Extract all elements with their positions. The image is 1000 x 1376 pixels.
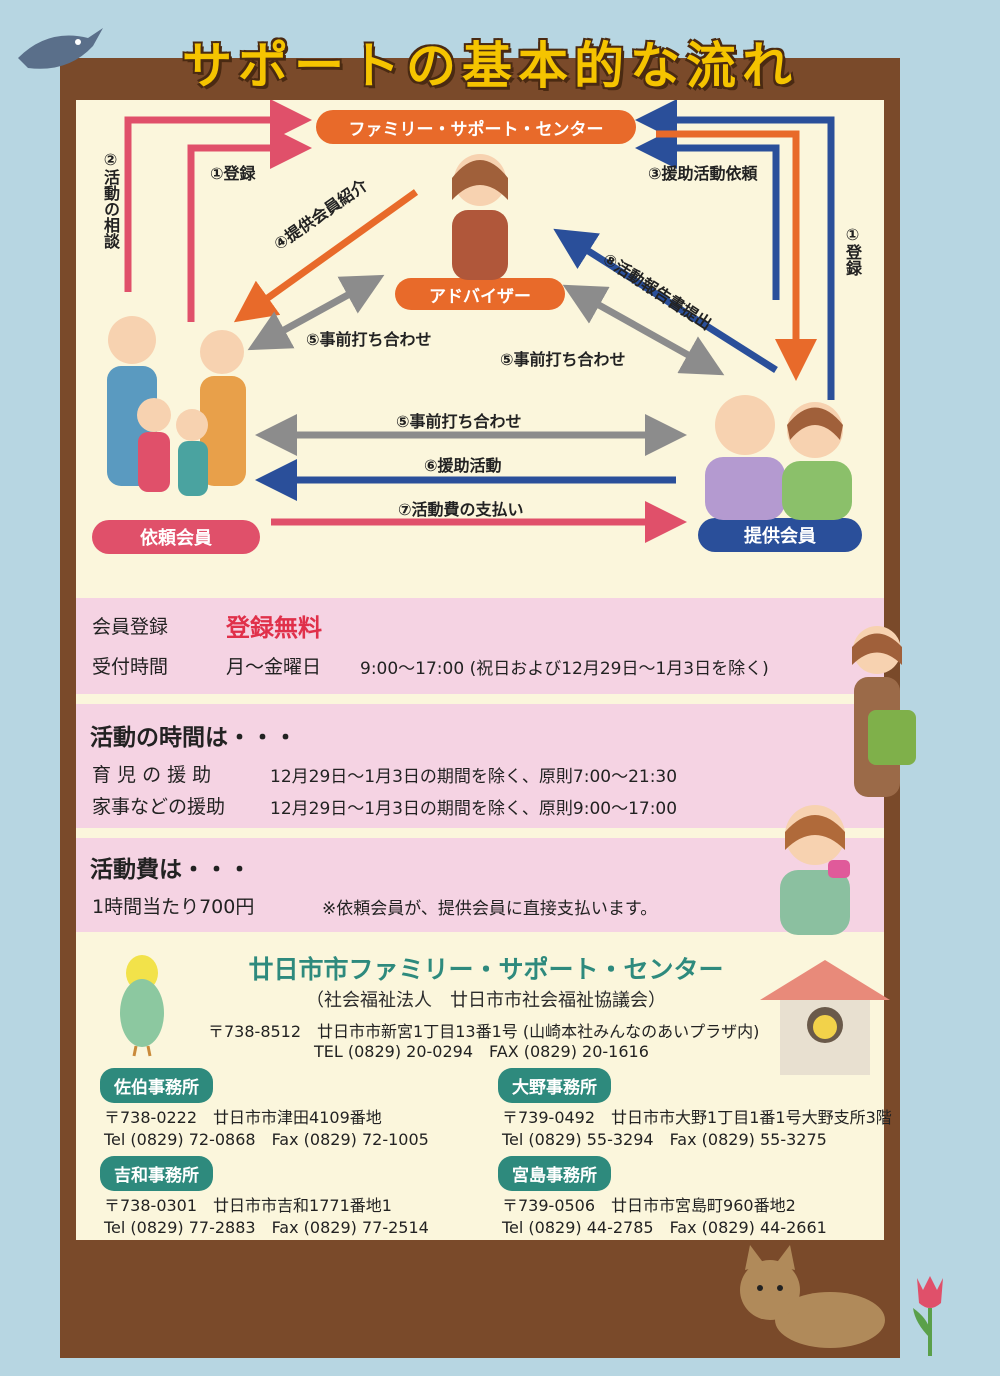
hours-value: 9:00～17:00 (祝日および12月29日～1月3日を除く) bbox=[360, 659, 769, 679]
office-yoshiwa-address: 〒738-0301 廿日市市吉和1771番地1 bbox=[104, 1196, 392, 1215]
fee-note: ※依頼会員が、提供会員に直接支払います。 bbox=[322, 899, 658, 919]
office-yoshiwa-name: 吉和事務所 bbox=[100, 1156, 213, 1191]
flow-diagram bbox=[124, 100, 835, 543]
provider-pill: 提供会員 bbox=[698, 518, 862, 552]
org-address: 〒738-8512 廿日市市新宮1丁目13番1号 (山崎本社みんなのあいプラザ内… bbox=[208, 1022, 760, 1041]
office-miyajima-address: 〒739-0506 廿日市市宮島町960番地2 bbox=[502, 1196, 796, 1215]
provider-couple-figure bbox=[705, 395, 852, 520]
activity-hours-heading: 活動の時間は・・・ bbox=[90, 725, 297, 751]
fee-value: 1時間当たり700円 bbox=[92, 896, 255, 918]
register-right-label: ①登録 bbox=[843, 225, 862, 276]
activity-label: ⑥援助活動 bbox=[424, 456, 502, 475]
childcare-label: 育 児 の 援 助 bbox=[92, 764, 212, 786]
birdhouse-icon bbox=[760, 960, 890, 1075]
adviser-figure bbox=[452, 154, 508, 280]
hours-label: 受付時間 bbox=[92, 656, 169, 678]
swallow-icon bbox=[18, 28, 103, 69]
office-miyajima-name: 宮島事務所 bbox=[498, 1156, 611, 1191]
meet-right-label: ⑤事前打ち合わせ bbox=[500, 350, 626, 369]
cat-icon bbox=[740, 1245, 885, 1348]
woman-shopping-figure bbox=[852, 626, 916, 797]
office-saiki-address: 〒738-0222 廿日市市津田4109番地 bbox=[104, 1108, 382, 1127]
org-name: 廿日市市ファミリー・サポート・センター bbox=[248, 955, 724, 984]
reg-label: 会員登録 bbox=[92, 616, 169, 638]
parakeet-icon bbox=[120, 955, 164, 1057]
activity-hours-band bbox=[76, 704, 884, 828]
housework-label: 家事などの援助 bbox=[92, 796, 226, 818]
childcare-value: 12月29日～1月3日の期間を除く、原則7:00～21:30 bbox=[270, 767, 678, 787]
meet-center-label: ⑤事前打ち合わせ bbox=[396, 412, 522, 431]
consult-label: ②活動の相談 bbox=[101, 150, 120, 249]
membership-band bbox=[76, 598, 884, 694]
office-ono-phone: Tel (0829) 55-3294 Fax (0829) 55-3275 bbox=[502, 1130, 827, 1149]
requester-family-figure bbox=[107, 316, 246, 496]
register-left-label: ①登録 bbox=[210, 164, 256, 183]
office-yoshiwa-phone: Tel (0829) 77-2883 Fax (0829) 77-2514 bbox=[104, 1218, 429, 1237]
office-saiki-name: 佐伯事務所 bbox=[100, 1068, 213, 1103]
requester-pill: 依頼会員 bbox=[92, 520, 260, 554]
tulip-icon bbox=[913, 1276, 943, 1356]
woman-wallet-figure bbox=[780, 805, 850, 935]
housework-value: 12月29日～1月3日の期間を除く、原則9:00～17:00 bbox=[270, 799, 678, 819]
org-sub: （社会福祉法人 廿日市市社会福祉協議会） bbox=[306, 990, 666, 1011]
fee-band bbox=[76, 838, 884, 932]
meet-left-label: ⑤事前打ち合わせ bbox=[306, 330, 432, 349]
reg-value: 登録無料 bbox=[226, 614, 322, 642]
page-title: サポートの基本的な流れ bbox=[182, 37, 798, 95]
org-phone: TEL (0829) 20-0294 FAX (0829) 20-1616 bbox=[314, 1042, 649, 1061]
office-ono-address: 〒739-0492 廿日市市大野1丁目1番1号大野支所3階 bbox=[502, 1108, 892, 1127]
office-saiki-phone: Tel (0829) 72-0868 Fax (0829) 72-1005 bbox=[104, 1130, 429, 1149]
fee-heading: 活動費は・・・ bbox=[90, 857, 251, 883]
request-help-label: ③援助活動依頼 bbox=[648, 164, 758, 183]
office-ono-name: 大野事務所 bbox=[498, 1068, 611, 1103]
payment-label: ⑦活動費の支払い bbox=[398, 500, 524, 519]
office-miyajima-phone: Tel (0829) 44-2785 Fax (0829) 44-2661 bbox=[502, 1218, 827, 1237]
support-center-pill: ファミリー・サポート・センター bbox=[316, 110, 636, 144]
adviser-pill: アドバイザー bbox=[395, 278, 565, 310]
hours-days: 月～金曜日 bbox=[226, 656, 322, 678]
